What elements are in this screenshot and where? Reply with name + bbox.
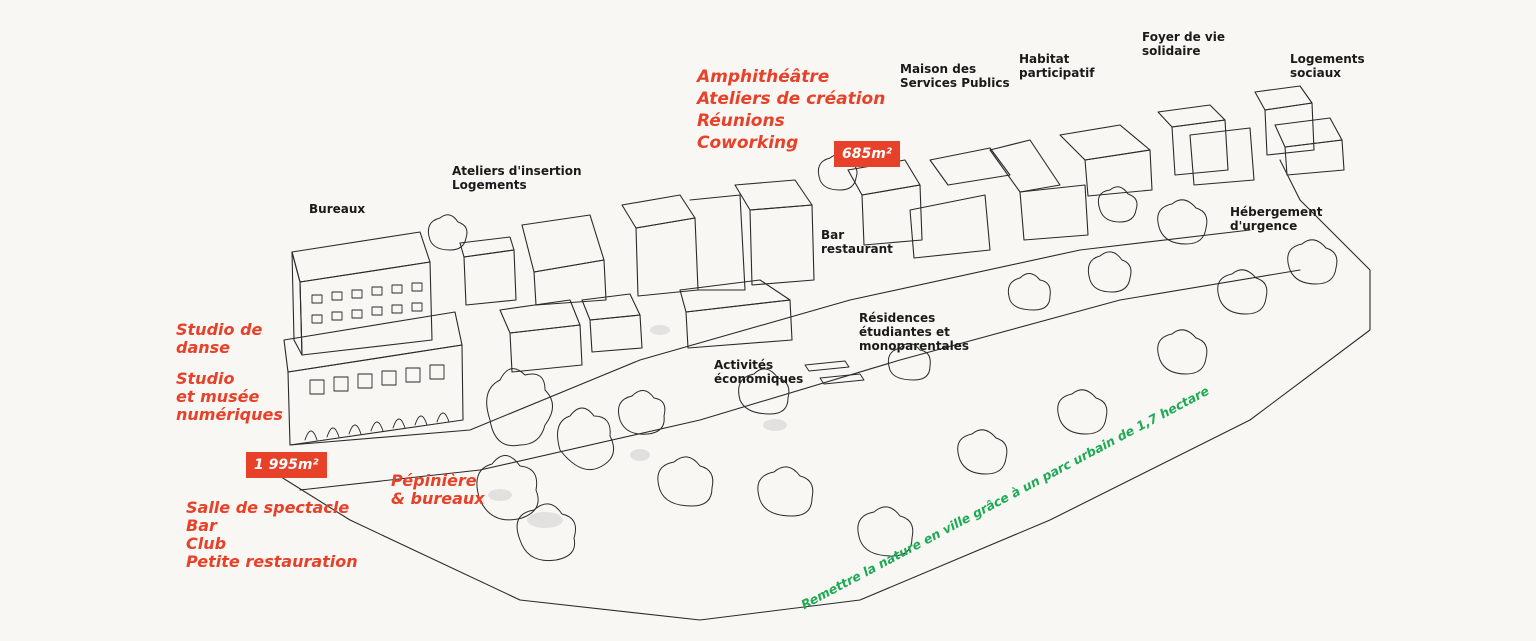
program-salle-spectacle-group: Salle de spectacle Bar Club Petite resta…: [186, 499, 358, 571]
trees: [427, 154, 1338, 562]
road-edge: [289, 229, 1251, 446]
label-line: solidaire: [1142, 44, 1201, 58]
label-line: Services Publics: [900, 76, 1010, 90]
label-line: participatif: [1019, 66, 1095, 80]
program-line: Studio de: [176, 320, 263, 339]
label-line: économiques: [714, 372, 804, 386]
label-activites-economiques: Activités économiques: [714, 358, 803, 386]
program-line: Pépinière: [391, 471, 477, 490]
program-line: et musée: [176, 387, 260, 406]
program-line: Ateliers de création: [697, 89, 886, 109]
site-outline: [269, 159, 1371, 621]
label-bar-restaurant: Bar restaurant: [821, 228, 893, 256]
building-logements-sociaux: [1254, 85, 1345, 176]
label-line: Bar: [821, 228, 845, 242]
program-line: Réunions: [697, 111, 785, 131]
label-line: Maison des: [900, 62, 977, 76]
shading: [488, 325, 787, 528]
label-line: Foyer de vie: [1142, 30, 1225, 44]
label-line: étudiantes et: [859, 325, 950, 339]
program-line: Club: [186, 534, 227, 553]
label-bureaux: Bureaux: [309, 202, 366, 216]
building-ateliers: [459, 214, 607, 306]
building-studio: [283, 311, 464, 446]
building-foyer: [1157, 104, 1255, 186]
label-line: Ateliers d'insertion: [452, 164, 582, 178]
label-hebergement-urgence: Hébergement d'urgence: [1230, 205, 1322, 233]
program-studio-musee: Studio et musée numériques: [176, 370, 283, 424]
program-line: & bureaux: [391, 489, 485, 508]
label-line: Habitat: [1019, 52, 1070, 66]
program-studio-danse: Studio de danse: [176, 321, 262, 357]
program-line: danse: [176, 338, 231, 357]
label-line: d'urgence: [1230, 219, 1298, 233]
label-line: Résidences: [859, 311, 936, 325]
program-line: Petite restauration: [186, 552, 358, 571]
program-line: Studio: [176, 369, 235, 388]
program-line: Amphithéâtre: [697, 67, 830, 87]
label-residences: Résidences étudiantes et monoparentales: [859, 311, 969, 353]
building-center-tall: [621, 179, 815, 297]
program-line: numériques: [176, 405, 283, 424]
label-line: monoparentales: [859, 339, 970, 353]
label-line: sociaux: [1290, 66, 1341, 80]
program-line: Coworking: [697, 133, 799, 153]
label-foyer-vie: Foyer de vie solidaire: [1142, 30, 1225, 58]
benches: [804, 360, 865, 385]
program-pepiniere: Pépinière & bureaux: [391, 472, 485, 508]
program-line: Salle de spectacle: [186, 498, 350, 517]
label-ateliers-insertion: Ateliers d'insertion Logements: [452, 164, 582, 192]
building-bureaux: [291, 231, 433, 356]
label-line: Activités: [714, 358, 774, 372]
program-amphitheatre-group: Amphithéâtre Ateliers de création Réunio…: [697, 66, 885, 154]
area-badge-685: 685m²: [834, 141, 900, 167]
building-activites: [499, 279, 793, 373]
label-habitat-participatif: Habitat participatif: [1019, 52, 1094, 80]
label-line: Hébergement: [1230, 205, 1323, 219]
label-line: restaurant: [821, 242, 893, 256]
building-habitat: [1059, 124, 1153, 197]
label-line: Logements: [452, 178, 527, 192]
program-line: Bar: [186, 516, 217, 535]
road-edge-2: [299, 269, 1301, 491]
building-maison-services: [847, 139, 1089, 259]
area-badge-1995: 1 995m²: [246, 452, 327, 478]
label-line: Logements: [1290, 52, 1365, 66]
label-maison-services: Maison des Services Publics: [900, 62, 1010, 90]
label-logements-sociaux: Logements sociaux: [1290, 52, 1365, 80]
